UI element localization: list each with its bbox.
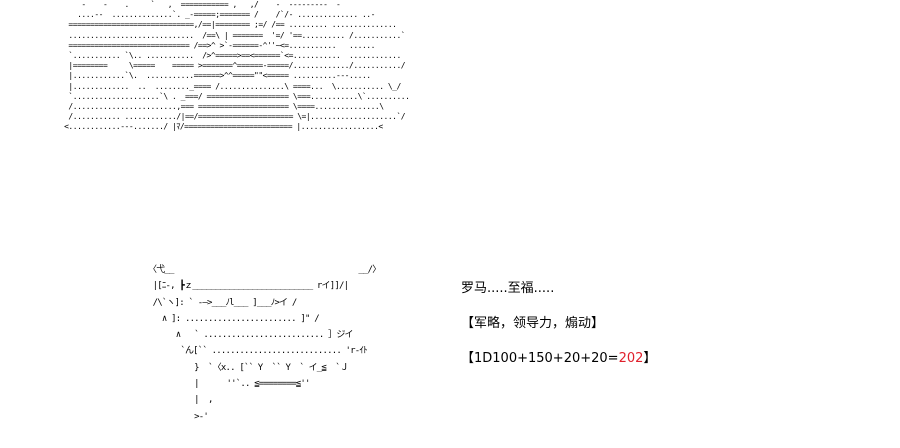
caption-dice-roll: 【1D100+150+20+20=202】 — [461, 351, 656, 367]
dice-roll-expression: 【1D100+150+20+20= — [461, 351, 619, 366]
caption-traits: 【军略，领导力，煽动】 — [461, 316, 605, 331]
ascii-art-bottom: 〈弋__ __/〉 |[ﾆ-, ┣ｚ______________________… — [148, 265, 381, 422]
dice-roll-result: 202 — [618, 351, 644, 366]
caption-name: 罗马.....至福..... — [461, 281, 555, 296]
ascii-art-top: - - . ` , =========== , ,/ - --------- -… — [64, 0, 410, 132]
dice-roll-close: 】 — [643, 351, 657, 366]
